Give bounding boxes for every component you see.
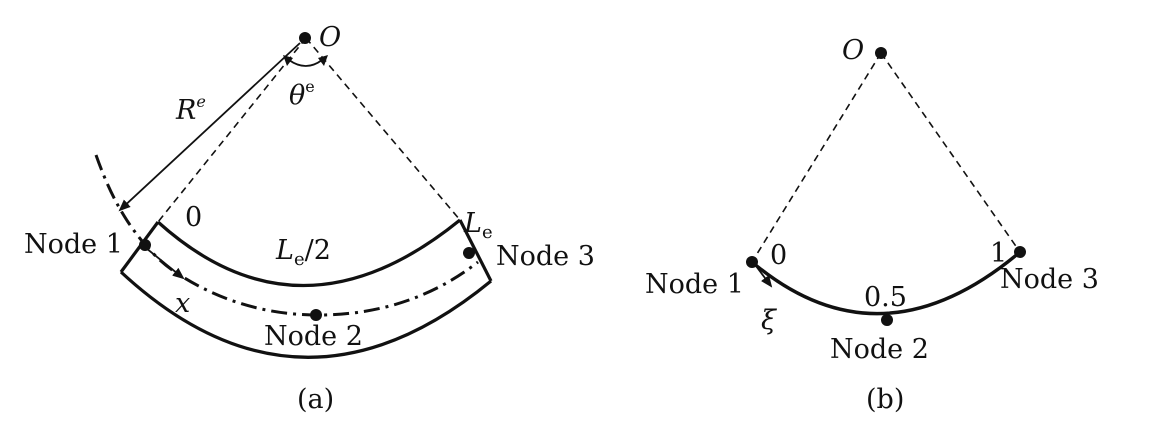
xi-axis-arrow <box>755 265 773 288</box>
start-coord-label: 0 <box>185 202 202 233</box>
angle-superscript: e <box>305 77 314 96</box>
mid-length-label: Le/2 <box>275 235 331 270</box>
node-3-label: Node 3 <box>496 241 595 272</box>
element-curve-b <box>750 250 1022 316</box>
element-inner-edge <box>156 218 462 288</box>
node-1-label: Node 1 <box>24 229 123 260</box>
radial-line-left-b <box>751 52 882 263</box>
origin-point-b <box>875 47 887 59</box>
angle-arrow-right-icon <box>318 55 328 66</box>
panel-a: O Re θe 0 Le/2 Le Node 1 Node 3 Node 2 x… <box>24 22 595 415</box>
radial-line-right-b <box>880 52 1021 253</box>
mid-length-suffix: /2 <box>305 235 331 266</box>
end-coord-label-b: 1 <box>990 238 1007 269</box>
start-coord-label-b: 0 <box>770 240 787 271</box>
radius-arrow <box>118 42 301 212</box>
origin-point <box>299 32 311 44</box>
origin-label: O <box>319 22 341 53</box>
x-axis-arrow <box>145 247 185 280</box>
caption-b: (b) <box>866 384 904 415</box>
node-1-point <box>139 239 151 251</box>
mid-length-symbol: L <box>275 235 294 266</box>
radius-symbol: R <box>175 95 196 126</box>
end-length-label: Le <box>463 208 493 243</box>
node-1-label-b: Node 1 <box>645 269 744 300</box>
node-2-label-b: Node 2 <box>830 334 929 365</box>
angle-arrow-left-icon <box>283 55 293 66</box>
x-axis-label: x <box>175 288 190 319</box>
node-1-point-b <box>746 256 758 268</box>
node-3-point-b <box>1014 246 1026 258</box>
caption-a: (a) <box>297 384 334 415</box>
element-right-end <box>458 219 493 282</box>
panel-b: O 0 1 0.5 Node 1 Node 3 Node 2 ξ (b) <box>645 35 1099 415</box>
radius-superscript: e <box>196 92 205 111</box>
radius-label: Re <box>175 92 206 126</box>
angle-label: θe <box>289 77 315 111</box>
radial-line-left <box>157 37 307 223</box>
angle-arc <box>288 59 323 67</box>
end-length-symbol: L <box>463 208 482 239</box>
element-outer-edge <box>119 270 493 359</box>
node-2-point-b <box>881 314 893 326</box>
xi-axis-label: ξ <box>761 305 777 336</box>
origin-label-b: O <box>842 35 864 66</box>
angle-symbol: θ <box>289 80 305 111</box>
node-3-label-b: Node 3 <box>1000 264 1099 295</box>
node-2-label: Node 2 <box>264 321 363 352</box>
mid-coord-label-b: 0.5 <box>864 282 907 313</box>
node-3-point <box>463 247 475 259</box>
node-2-point <box>310 309 322 321</box>
centerline-arc <box>94 154 479 317</box>
end-length-subscript: e <box>482 222 493 243</box>
radial-line-right <box>305 37 461 221</box>
mid-length-subscript: e <box>294 249 305 270</box>
